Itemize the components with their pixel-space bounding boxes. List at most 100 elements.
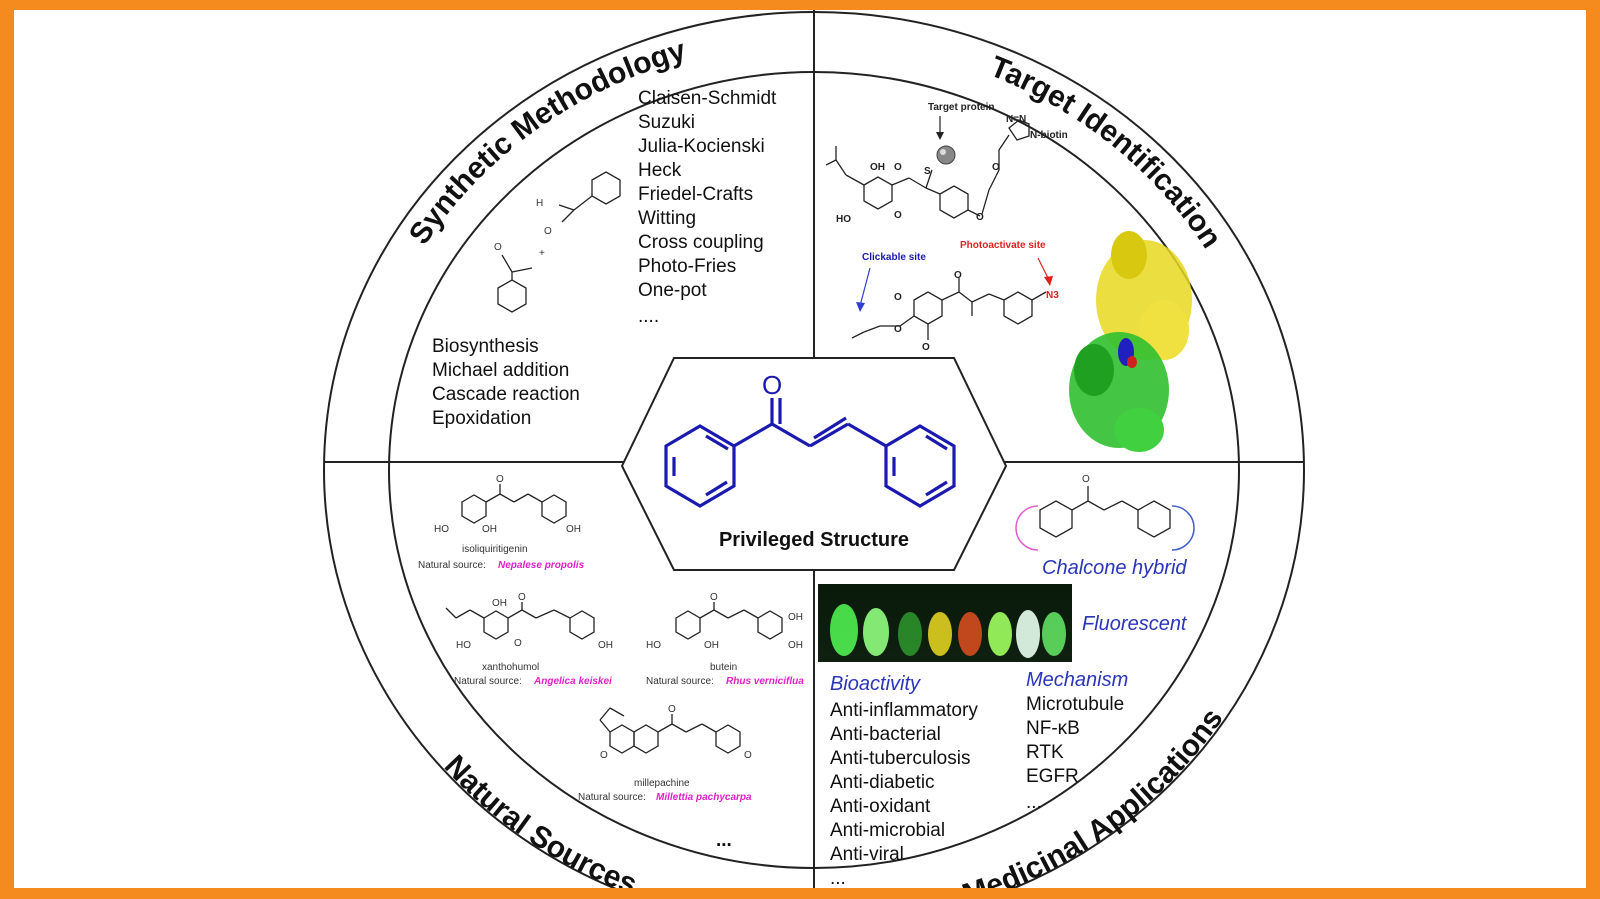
bioactivity-list: Bioactivity Anti-inflammatory Anti-bacte… <box>830 673 978 888</box>
compound-source-label: Natural source: <box>418 560 486 571</box>
fluorescent-label: Fluorescent <box>1082 613 1188 635</box>
atom-label: O <box>954 270 962 281</box>
reaction-item: Witting <box>638 208 696 229</box>
quadrant-title-target: Target Identification <box>986 50 1228 254</box>
mechanism-item: Microtubule <box>1026 694 1124 715</box>
reaction-item: Cross coupling <box>638 232 764 253</box>
atom-label: O <box>992 162 1000 173</box>
mechanism-title: Mechanism <box>1026 669 1128 691</box>
bioactivity-title: Bioactivity <box>830 673 921 695</box>
bioactivity-item: Anti-diabetic <box>830 772 935 793</box>
reaction-item: Epoxidation <box>432 408 531 429</box>
fluorescent-vials-photo <box>818 584 1072 662</box>
triazole-label: N=N <box>1006 114 1026 125</box>
atom-label: O <box>894 162 902 173</box>
reaction-list-left: Biosynthesis Michael addition Cascade re… <box>432 336 580 429</box>
atom-label: O <box>922 342 930 353</box>
atom-label: O <box>514 638 522 649</box>
atom-label: O <box>710 592 718 603</box>
atom-label: OH <box>482 524 497 535</box>
atom-label: S <box>924 166 931 177</box>
atom-label: OH <box>492 598 507 609</box>
reaction-item: Suzuki <box>638 112 695 133</box>
atom-label: O <box>496 474 504 485</box>
reaction-item: Friedel-Crafts <box>638 184 753 205</box>
reaction-item: Claisen-Schmidt <box>638 88 777 109</box>
reaction-list-top: Claisen-Schmidt Suzuki Julia-Kocienski H… <box>638 88 777 327</box>
atom-label: OH <box>704 640 719 651</box>
atom-label: O <box>894 324 902 335</box>
scheme-plus: + <box>539 248 545 259</box>
atom-label: O <box>668 704 676 715</box>
reaction-item: Biosynthesis <box>432 336 539 357</box>
atom-label: HO <box>434 524 449 535</box>
quadrant-title-natural: Natural Sources <box>438 749 642 888</box>
atom-label: OH <box>598 640 613 651</box>
protein-structure-image <box>1069 231 1192 452</box>
atom-label: O <box>894 210 902 221</box>
atom-label: O <box>744 750 752 761</box>
bioactivity-item: Anti-microbial <box>830 820 945 841</box>
clickable-site-label: Clickable site <box>862 252 926 263</box>
carbonyl-o-label: O <box>762 370 782 400</box>
atom-label: O <box>894 292 902 303</box>
atom-label: O <box>976 212 984 223</box>
outer-ring <box>323 10 1305 888</box>
bioactivity-item: Anti-oxidant <box>830 796 931 817</box>
natural-compound-millepachine: O O O millepachine Natural source: Mille… <box>578 704 752 803</box>
mechanism-list: Mechanism Microtubule NF-κB RTK EGFR ... <box>1026 669 1128 813</box>
atom-label: OH <box>870 162 885 173</box>
reaction-item: Cascade reaction <box>432 384 580 405</box>
compound-source-label: Natural source: <box>578 792 646 803</box>
mechanism-item: NF-κB <box>1026 718 1080 739</box>
compound-source: Rhus verniciflua <box>726 676 804 687</box>
mechanism-item: EGFR <box>1026 766 1079 787</box>
atom-label: OH <box>566 524 581 535</box>
bioactivity-item: Anti-bacterial <box>830 724 941 745</box>
compound-source: Nepalese propolis <box>498 560 585 571</box>
reaction-item: .... <box>638 306 659 327</box>
natural-more: ... <box>716 830 732 851</box>
azide-label: N3 <box>1046 290 1059 301</box>
reaction-item: One-pot <box>638 280 707 301</box>
biotin-label: N-biotin <box>1030 130 1068 141</box>
scheme-h-label: H <box>536 198 543 209</box>
compound-name: butein <box>710 662 737 673</box>
reaction-item: Photo-Fries <box>638 256 736 277</box>
atom-label: O <box>1082 474 1090 485</box>
probe-structure-2: Clickable site Photoactivate site O O O … <box>851 240 1059 353</box>
center-label: Privileged Structure <box>719 529 909 551</box>
atom-label: HO <box>646 640 661 651</box>
atom-label: OH <box>788 640 803 651</box>
compound-source: Angelica keiskei <box>533 676 612 687</box>
bioactivity-item: Anti-viral <box>830 844 904 865</box>
bioactivity-item: ... <box>830 868 846 888</box>
synthetic-scheme: H O + O <box>494 171 621 313</box>
chalcone-hybrid-label: Chalcone hybrid <box>1042 557 1187 579</box>
chalcone-hybrid-structure: O <box>1015 474 1195 551</box>
natural-compound-butein: O HO OH OH OH butein Natural source: Rhu… <box>646 592 804 687</box>
figure-canvas: Synthetic Methodology Target Identificat… <box>14 10 1586 888</box>
reaction-item: Heck <box>638 160 682 181</box>
atom-label: O <box>600 750 608 761</box>
protein-sphere <box>936 145 956 165</box>
quadrant-title-medicinal: Medicinal Applications <box>958 703 1229 888</box>
chalcone-overview-diagram: Synthetic Methodology Target Identificat… <box>323 10 1305 888</box>
atom-label: O <box>518 592 526 603</box>
probe-structure-1: Target protein S OH O HO O O O N=N N-bio… <box>825 102 1068 225</box>
chalcone-structure: O <box>664 370 956 508</box>
mechanism-item: ... <box>1026 792 1042 813</box>
center-hexagon: O Privileged Structure <box>620 357 1008 571</box>
natural-compound-isoliquiritigenin: O HO OH OH isoliquiritigenin Natural sou… <box>418 474 585 571</box>
natural-compound-xanthohumol: OH O HO O OH xanthohumol Natural source:… <box>445 592 613 687</box>
atom-label: HO <box>456 640 471 651</box>
photoactivate-site-label: Photoactivate site <box>960 240 1046 251</box>
reaction-item: Julia-Kocienski <box>638 136 765 157</box>
compound-name: millepachine <box>634 778 690 789</box>
compound-source: Millettia pachycarpa <box>656 792 752 803</box>
hexagon-outline <box>620 357 1008 571</box>
scheme-o-label-2: O <box>494 242 502 253</box>
scheme-o-label-1: O <box>544 226 552 237</box>
bioactivity-item: Anti-inflammatory <box>830 700 978 721</box>
mechanism-item: RTK <box>1026 742 1064 763</box>
